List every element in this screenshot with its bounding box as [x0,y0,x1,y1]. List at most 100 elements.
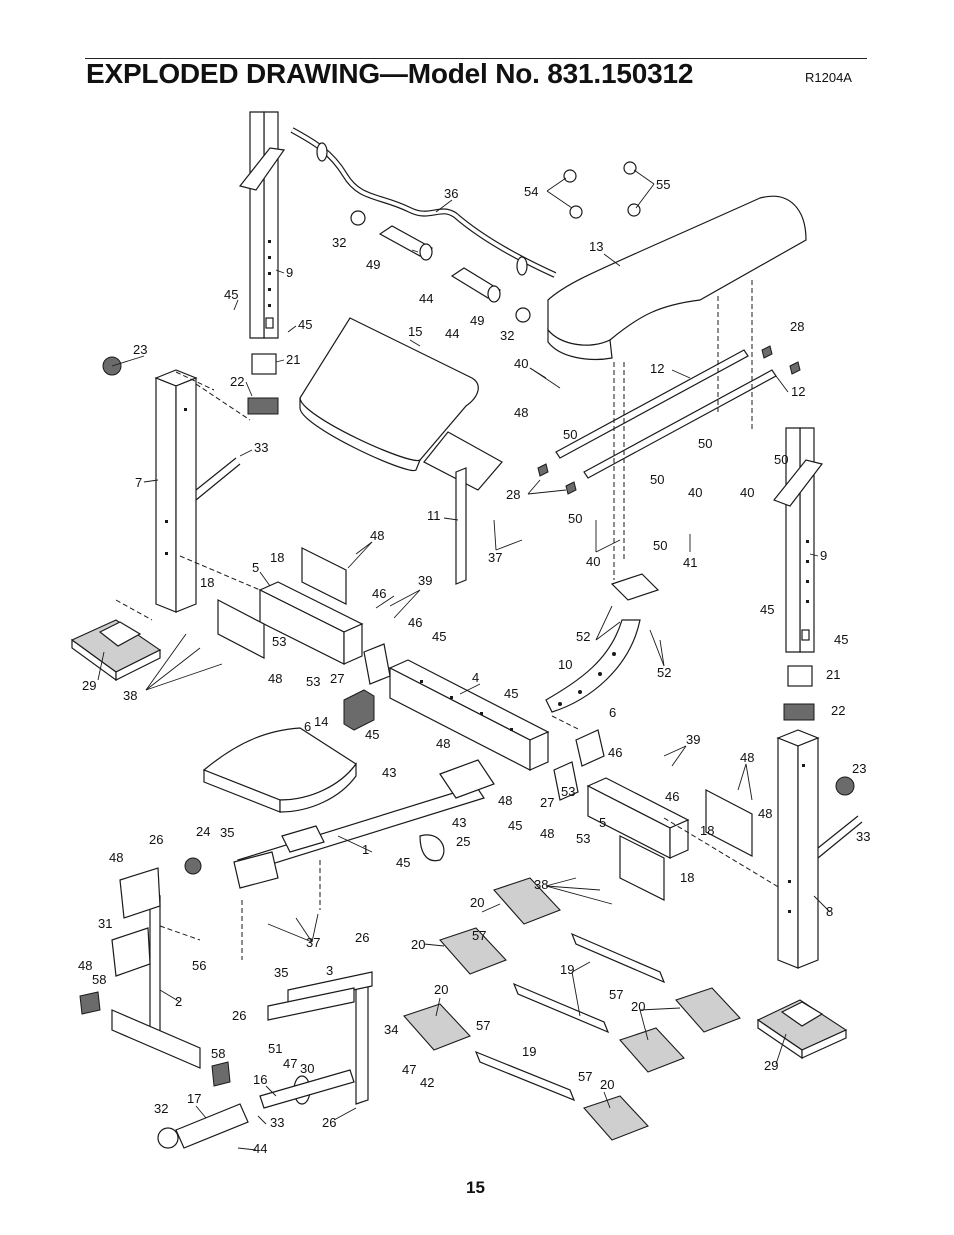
svg-text:32: 32 [500,328,514,343]
svg-text:45: 45 [508,818,522,833]
svg-text:46: 46 [608,745,622,760]
svg-text:35: 35 [274,965,288,980]
svg-text:21: 21 [286,352,300,367]
svg-text:50: 50 [698,436,712,451]
svg-text:57: 57 [472,928,486,943]
svg-text:33: 33 [856,829,870,844]
svg-text:5: 5 [599,815,606,830]
upright-right-part [773,427,824,653]
svg-text:23: 23 [133,342,147,357]
svg-text:46: 46 [665,789,679,804]
svg-text:27: 27 [330,671,344,686]
svg-text:33: 33 [270,1115,284,1130]
page-number: 15 [466,1178,485,1197]
spring-clips [563,161,641,219]
svg-text:22: 22 [230,374,244,389]
svg-text:26: 26 [149,832,163,847]
svg-text:19: 19 [560,962,574,977]
svg-text:34: 34 [384,1022,398,1037]
svg-text:43: 43 [452,815,466,830]
svg-text:58: 58 [92,972,106,987]
rear-leg-right-part [776,729,863,969]
svg-text:32: 32 [154,1101,168,1116]
revision-code: R1204A [805,70,852,85]
svg-text:58: 58 [211,1046,225,1061]
svg-text:10: 10 [558,657,572,672]
svg-text:21: 21 [826,667,840,682]
adjustment-bracket-part [545,573,660,713]
svg-text:9: 9 [820,548,827,563]
upright-left-part [238,111,286,339]
svg-text:53: 53 [272,634,286,649]
foot-base-left [70,619,162,682]
svg-text:50: 50 [774,452,788,467]
svg-text:30: 30 [300,1061,314,1076]
svg-text:52: 52 [576,629,590,644]
pivot-bracket-left [217,547,364,665]
svg-text:24: 24 [196,824,210,839]
svg-text:28: 28 [506,487,520,502]
svg-text:38: 38 [534,877,548,892]
svg-text:48: 48 [370,528,384,543]
svg-text:41: 41 [683,555,697,570]
svg-text:44: 44 [253,1141,267,1156]
svg-text:23: 23 [852,761,866,776]
main-frame-part [388,659,550,771]
svg-text:57: 57 [609,987,623,1002]
svg-text:18: 18 [700,823,714,838]
svg-text:44: 44 [445,326,459,341]
svg-text:3: 3 [326,963,333,978]
svg-text:17: 17 [187,1091,201,1106]
svg-text:31: 31 [98,916,112,931]
svg-text:45: 45 [396,855,410,870]
svg-text:39: 39 [686,732,700,747]
svg-text:48: 48 [740,750,754,765]
svg-text:40: 40 [740,485,754,500]
end-caps [343,643,605,801]
svg-text:46: 46 [408,615,422,630]
leader-lines [97,169,831,1151]
svg-text:50: 50 [653,538,667,553]
leg-lever-part [267,971,373,1105]
svg-text:48: 48 [436,736,450,751]
svg-text:4: 4 [472,670,479,685]
svg-text:43: 43 [382,765,396,780]
callout-labels: 9 45 45 21 22 23 33 7 29 38 36 32 49 44 … [78,177,870,1156]
svg-text:37: 37 [488,550,502,565]
svg-text:18: 18 [200,575,214,590]
svg-text:56: 56 [192,958,206,973]
curl-bar-part [290,127,557,278]
page-title: EXPLODED DRAWING—Model No. 831.150312 [86,58,694,89]
svg-text:20: 20 [411,937,425,952]
svg-text:15: 15 [408,324,422,339]
svg-text:57: 57 [578,1069,592,1084]
svg-text:46: 46 [372,586,386,601]
svg-text:6: 6 [609,705,616,720]
svg-text:18: 18 [680,870,694,885]
svg-text:9: 9 [286,265,293,280]
svg-text:18: 18 [270,550,284,565]
svg-text:40: 40 [586,554,600,569]
svg-text:32: 32 [332,235,346,250]
svg-text:49: 49 [470,313,484,328]
svg-text:33: 33 [254,440,268,455]
svg-text:6: 6 [304,719,311,734]
preacher-pad-part [299,317,503,585]
svg-text:45: 45 [298,317,312,332]
foam-rollers [403,877,741,1141]
svg-text:20: 20 [631,999,645,1014]
arm-rollers [350,210,531,323]
svg-text:11: 11 [427,508,441,523]
svg-text:45: 45 [432,629,446,644]
crossbars [537,345,801,495]
assembly-lines [115,280,781,960]
svg-text:5: 5 [252,560,259,575]
header-rule [85,58,867,59]
svg-text:52: 52 [657,665,671,680]
svg-text:20: 20 [434,982,448,997]
svg-text:19: 19 [522,1044,536,1059]
svg-text:48: 48 [758,806,772,821]
svg-text:50: 50 [568,511,582,526]
svg-text:44: 44 [419,291,433,306]
